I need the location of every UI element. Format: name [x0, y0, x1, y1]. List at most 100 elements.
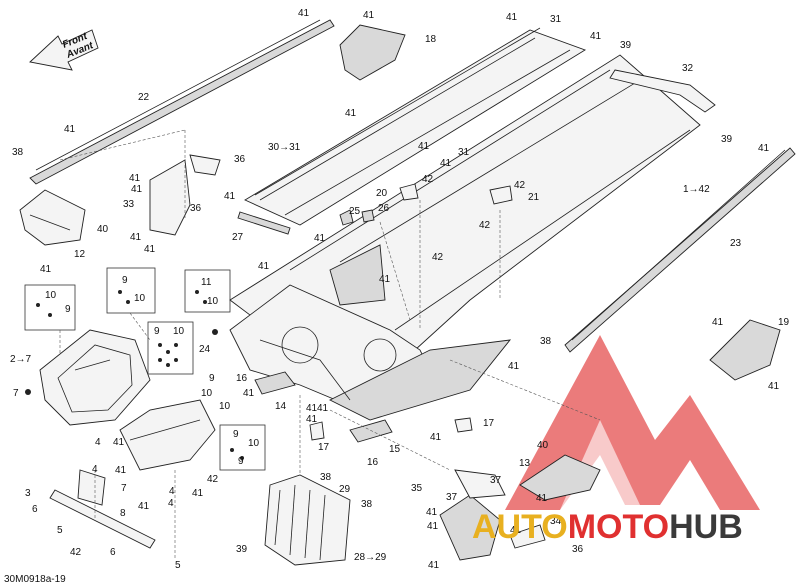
callout-label-c67: 41 — [317, 403, 329, 414]
callout-label-c88: 4 — [169, 486, 175, 497]
callout-label-c31: 26 — [378, 203, 390, 214]
bottom-left-rails — [49, 469, 156, 549]
callout-label-c33: 40 — [97, 224, 109, 235]
callout-label-c40: 42 — [432, 252, 444, 263]
callout-label-c83: 42 — [207, 474, 219, 485]
callout-label-c60: 16 — [236, 373, 248, 384]
callout-label-c41: 41 — [40, 264, 52, 275]
callout-label-c57: 41 — [508, 361, 520, 372]
callout-label-c74: 17 — [318, 442, 330, 453]
callout-label-c75: 15 — [389, 444, 401, 455]
callout-label-c107: 28→29 — [354, 552, 387, 563]
callout-label-c59: 9 — [209, 373, 215, 384]
callout-label-c87: 7 — [121, 483, 127, 494]
callout-label-c26: 21 — [528, 192, 540, 203]
assembly-guide-lines — [59, 129, 601, 560]
callout-label-c49: 9 — [65, 304, 71, 315]
rear-right-bracket-part — [519, 454, 601, 501]
callout-label-c79: 16 — [367, 457, 379, 468]
svg-text:AUTOMOTOHUB: AUTOMOTOHUB — [472, 508, 743, 546]
callout-label-c47: 10 — [207, 296, 219, 307]
watermark-text-moto: MOTO — [568, 508, 669, 546]
rear-brace-part — [609, 69, 716, 113]
callout-label-c38: 12 — [74, 249, 86, 260]
callout-label-c15: 41 — [418, 141, 430, 152]
callout-label-c13: 36 — [234, 154, 246, 165]
callout-label-c110: 41 — [428, 560, 440, 571]
callout-label-c17: 41 — [440, 158, 452, 169]
upper-tunnel-rail-part — [244, 27, 587, 226]
callout-label-c99: 41 — [426, 507, 438, 518]
callout-label-c35: 27 — [232, 232, 244, 243]
callout-label-c100: 34 — [550, 516, 562, 527]
watermark-text-auto: AUTO — [472, 508, 568, 546]
callout-label-c48: 10 — [45, 290, 57, 301]
callout-label-c30: 25 — [349, 206, 361, 217]
callout-label-c81: 4 — [92, 464, 98, 475]
callout-label-c89: 41 — [192, 488, 204, 499]
left-side-bracket-part — [19, 189, 86, 246]
callout-label-c65: 14 — [275, 401, 287, 412]
callout-label-c29: 36 — [190, 203, 202, 214]
callout-label-c25: 42 — [514, 180, 526, 191]
callout-label-c6: 41 — [590, 31, 602, 42]
callout-label-c23: 41 — [131, 184, 143, 195]
callout-label-c46: 11 — [201, 277, 212, 288]
callout-label-c61: 7 — [13, 388, 19, 399]
hardware-group-boxes — [24, 267, 266, 471]
callout-label-c56: 2→7 — [10, 354, 32, 365]
callout-label-c63: 41 — [243, 388, 255, 399]
callout-label-c11: 38 — [12, 147, 24, 158]
callout-label-c96: 4 — [168, 498, 174, 509]
callout-label-c106: 39 — [236, 544, 248, 555]
callout-label-c92: 37 — [446, 492, 458, 503]
callout-label-c39: 23 — [730, 238, 742, 249]
callout-label-c58: 41 — [768, 381, 780, 392]
callout-label-c94: 8 — [120, 508, 126, 519]
callout-label-c105: 6 — [110, 547, 116, 558]
callout-label-c37: 41 — [144, 244, 156, 255]
callout-label-c53: 10 — [173, 326, 185, 337]
callout-label-c90: 29 — [339, 484, 351, 495]
small-components — [237, 183, 513, 443]
center-bracket-part — [149, 154, 221, 236]
callout-label-c27: 41 — [224, 191, 236, 202]
callout-label-c85: 37 — [490, 475, 502, 486]
callout-label-c104: 42 — [70, 547, 82, 558]
callout-label-c77: 41 — [113, 437, 125, 448]
callout-label-c24: 20 — [376, 188, 388, 199]
callout-label-c43: 41 — [379, 274, 391, 285]
callout-label-c78: 9 — [238, 456, 244, 467]
lower-right-bracket-part — [439, 469, 546, 561]
callout-label-c109: 5 — [175, 560, 181, 571]
callout-label-c21: 42 — [422, 174, 434, 185]
callout-label-c44: 9 — [122, 275, 128, 286]
callout-label-c62: 10 — [201, 388, 213, 399]
callout-label-c97: 38 — [361, 499, 373, 510]
callout-label-c7: 39 — [620, 40, 632, 51]
callout-label-c9: 22 — [138, 92, 150, 103]
callout-label-c52: 9 — [154, 326, 160, 337]
callout-label-c2: 41 — [363, 10, 375, 21]
watermark-text-hub: HUB — [669, 508, 743, 546]
callout-label-c98: 6 — [32, 504, 38, 515]
callout-label-c10: 41 — [345, 108, 357, 119]
callout-label-c103: 41 — [510, 525, 522, 536]
left-side-rail-part — [29, 19, 335, 185]
callout-label-c51: 19 — [778, 317, 790, 328]
callout-label-c64: 10 — [219, 401, 231, 412]
callout-label-c32: 42 — [479, 220, 491, 231]
callout-label-c68: 41 — [306, 414, 318, 425]
callout-label-c73: 40 — [537, 440, 549, 451]
callout-label-c82: 41 — [115, 465, 127, 476]
lower-front-frame-part — [119, 399, 216, 471]
callout-label-c70: 9 — [233, 429, 239, 440]
right-side-rail-part — [564, 147, 796, 353]
callout-label-c84: 38 — [320, 472, 332, 483]
callout-label-c91: 35 — [411, 483, 423, 494]
callout-label-c3: 18 — [425, 34, 437, 45]
callout-label-c101: 5 — [57, 525, 63, 536]
callout-label-c1: 41 — [298, 8, 310, 19]
callout-label-c76: 4 — [95, 437, 101, 448]
callout-label-c72: 41 — [430, 432, 442, 443]
